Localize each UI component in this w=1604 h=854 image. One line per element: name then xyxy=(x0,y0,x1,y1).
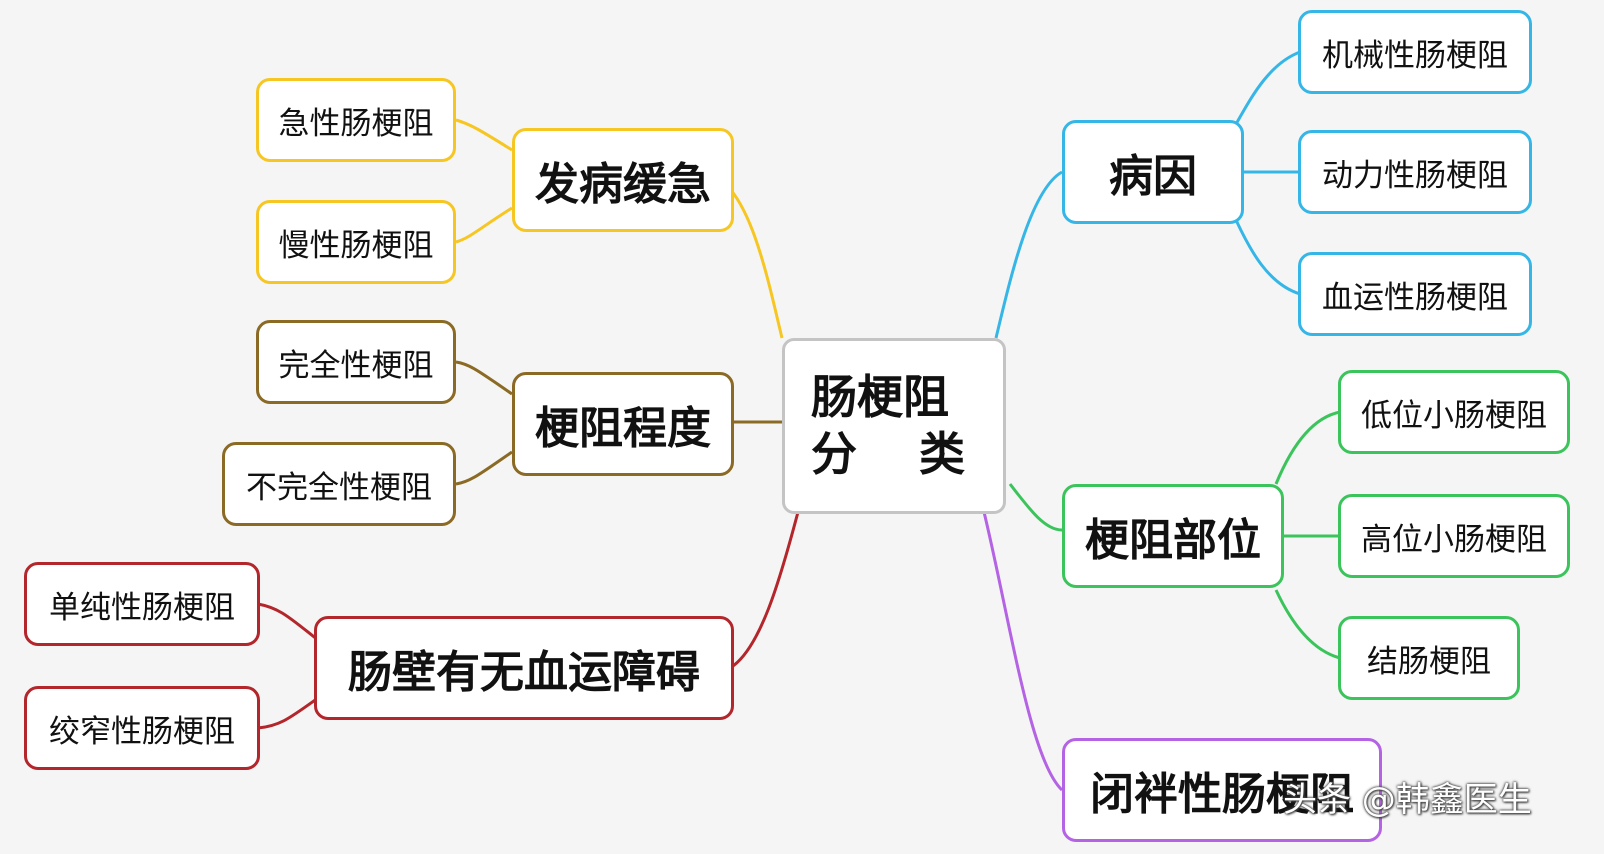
link-blood-strangulated xyxy=(257,696,319,730)
root-subtitle: 分类 xyxy=(811,427,965,481)
link-onset-acute xyxy=(455,118,513,152)
watermark-text: 头条 @韩鑫医生 xyxy=(1283,780,1532,820)
leaf-incomplete[interactable]: 不完全性梗阻 xyxy=(222,442,456,526)
link-degree-complete xyxy=(455,360,513,396)
link-onset-chronic xyxy=(455,206,513,244)
leaf-vascular[interactable]: 血运性肠梗阻 xyxy=(1298,252,1532,336)
branch-site[interactable]: 梗阻部位 xyxy=(1062,484,1284,588)
link-site-low xyxy=(1274,410,1341,485)
leaf-low-small-bowel[interactable]: 低位小肠梗阻 xyxy=(1338,370,1570,454)
leaf-acute[interactable]: 急性肠梗阻 xyxy=(256,78,456,162)
link-blood-simple xyxy=(257,602,319,642)
link-root-blood xyxy=(729,511,800,670)
link-cause-vascular xyxy=(1234,219,1301,296)
link-root-site xyxy=(1008,483,1063,532)
leaf-complete[interactable]: 完全性梗阻 xyxy=(256,320,456,404)
link-root-cause xyxy=(994,170,1063,339)
branch-onset[interactable]: 发病缓急 xyxy=(512,128,734,232)
leaf-chronic[interactable]: 慢性肠梗阻 xyxy=(256,200,456,284)
link-root-closed xyxy=(982,511,1064,792)
leaf-simple[interactable]: 单纯性肠梗阻 xyxy=(24,562,260,646)
link-site-colon xyxy=(1274,589,1341,660)
leaf-strangulated[interactable]: 绞窄性肠梗阻 xyxy=(24,686,260,770)
root-title: 肠梗阻 xyxy=(811,369,949,424)
root-node[interactable]: 肠梗阻 分类 xyxy=(782,338,1006,514)
link-degree-incomplete xyxy=(455,450,513,486)
branch-closed-loop[interactable]: 闭袢性肠梗阻 xyxy=(1062,738,1382,842)
leaf-high-small-bowel[interactable]: 高位小肠梗阻 xyxy=(1338,494,1570,578)
branch-blood-supply[interactable]: 肠壁有无血运障碍 xyxy=(314,616,734,720)
branch-cause[interactable]: 病因 xyxy=(1062,120,1244,224)
leaf-colon[interactable]: 结肠梗阻 xyxy=(1338,616,1520,700)
branch-degree[interactable]: 梗阻程度 xyxy=(512,372,734,476)
leaf-dynamic[interactable]: 动力性肠梗阻 xyxy=(1298,130,1532,214)
leaf-mechanical[interactable]: 机械性肠梗阻 xyxy=(1298,10,1532,94)
link-cause-mechanical xyxy=(1234,50,1301,125)
